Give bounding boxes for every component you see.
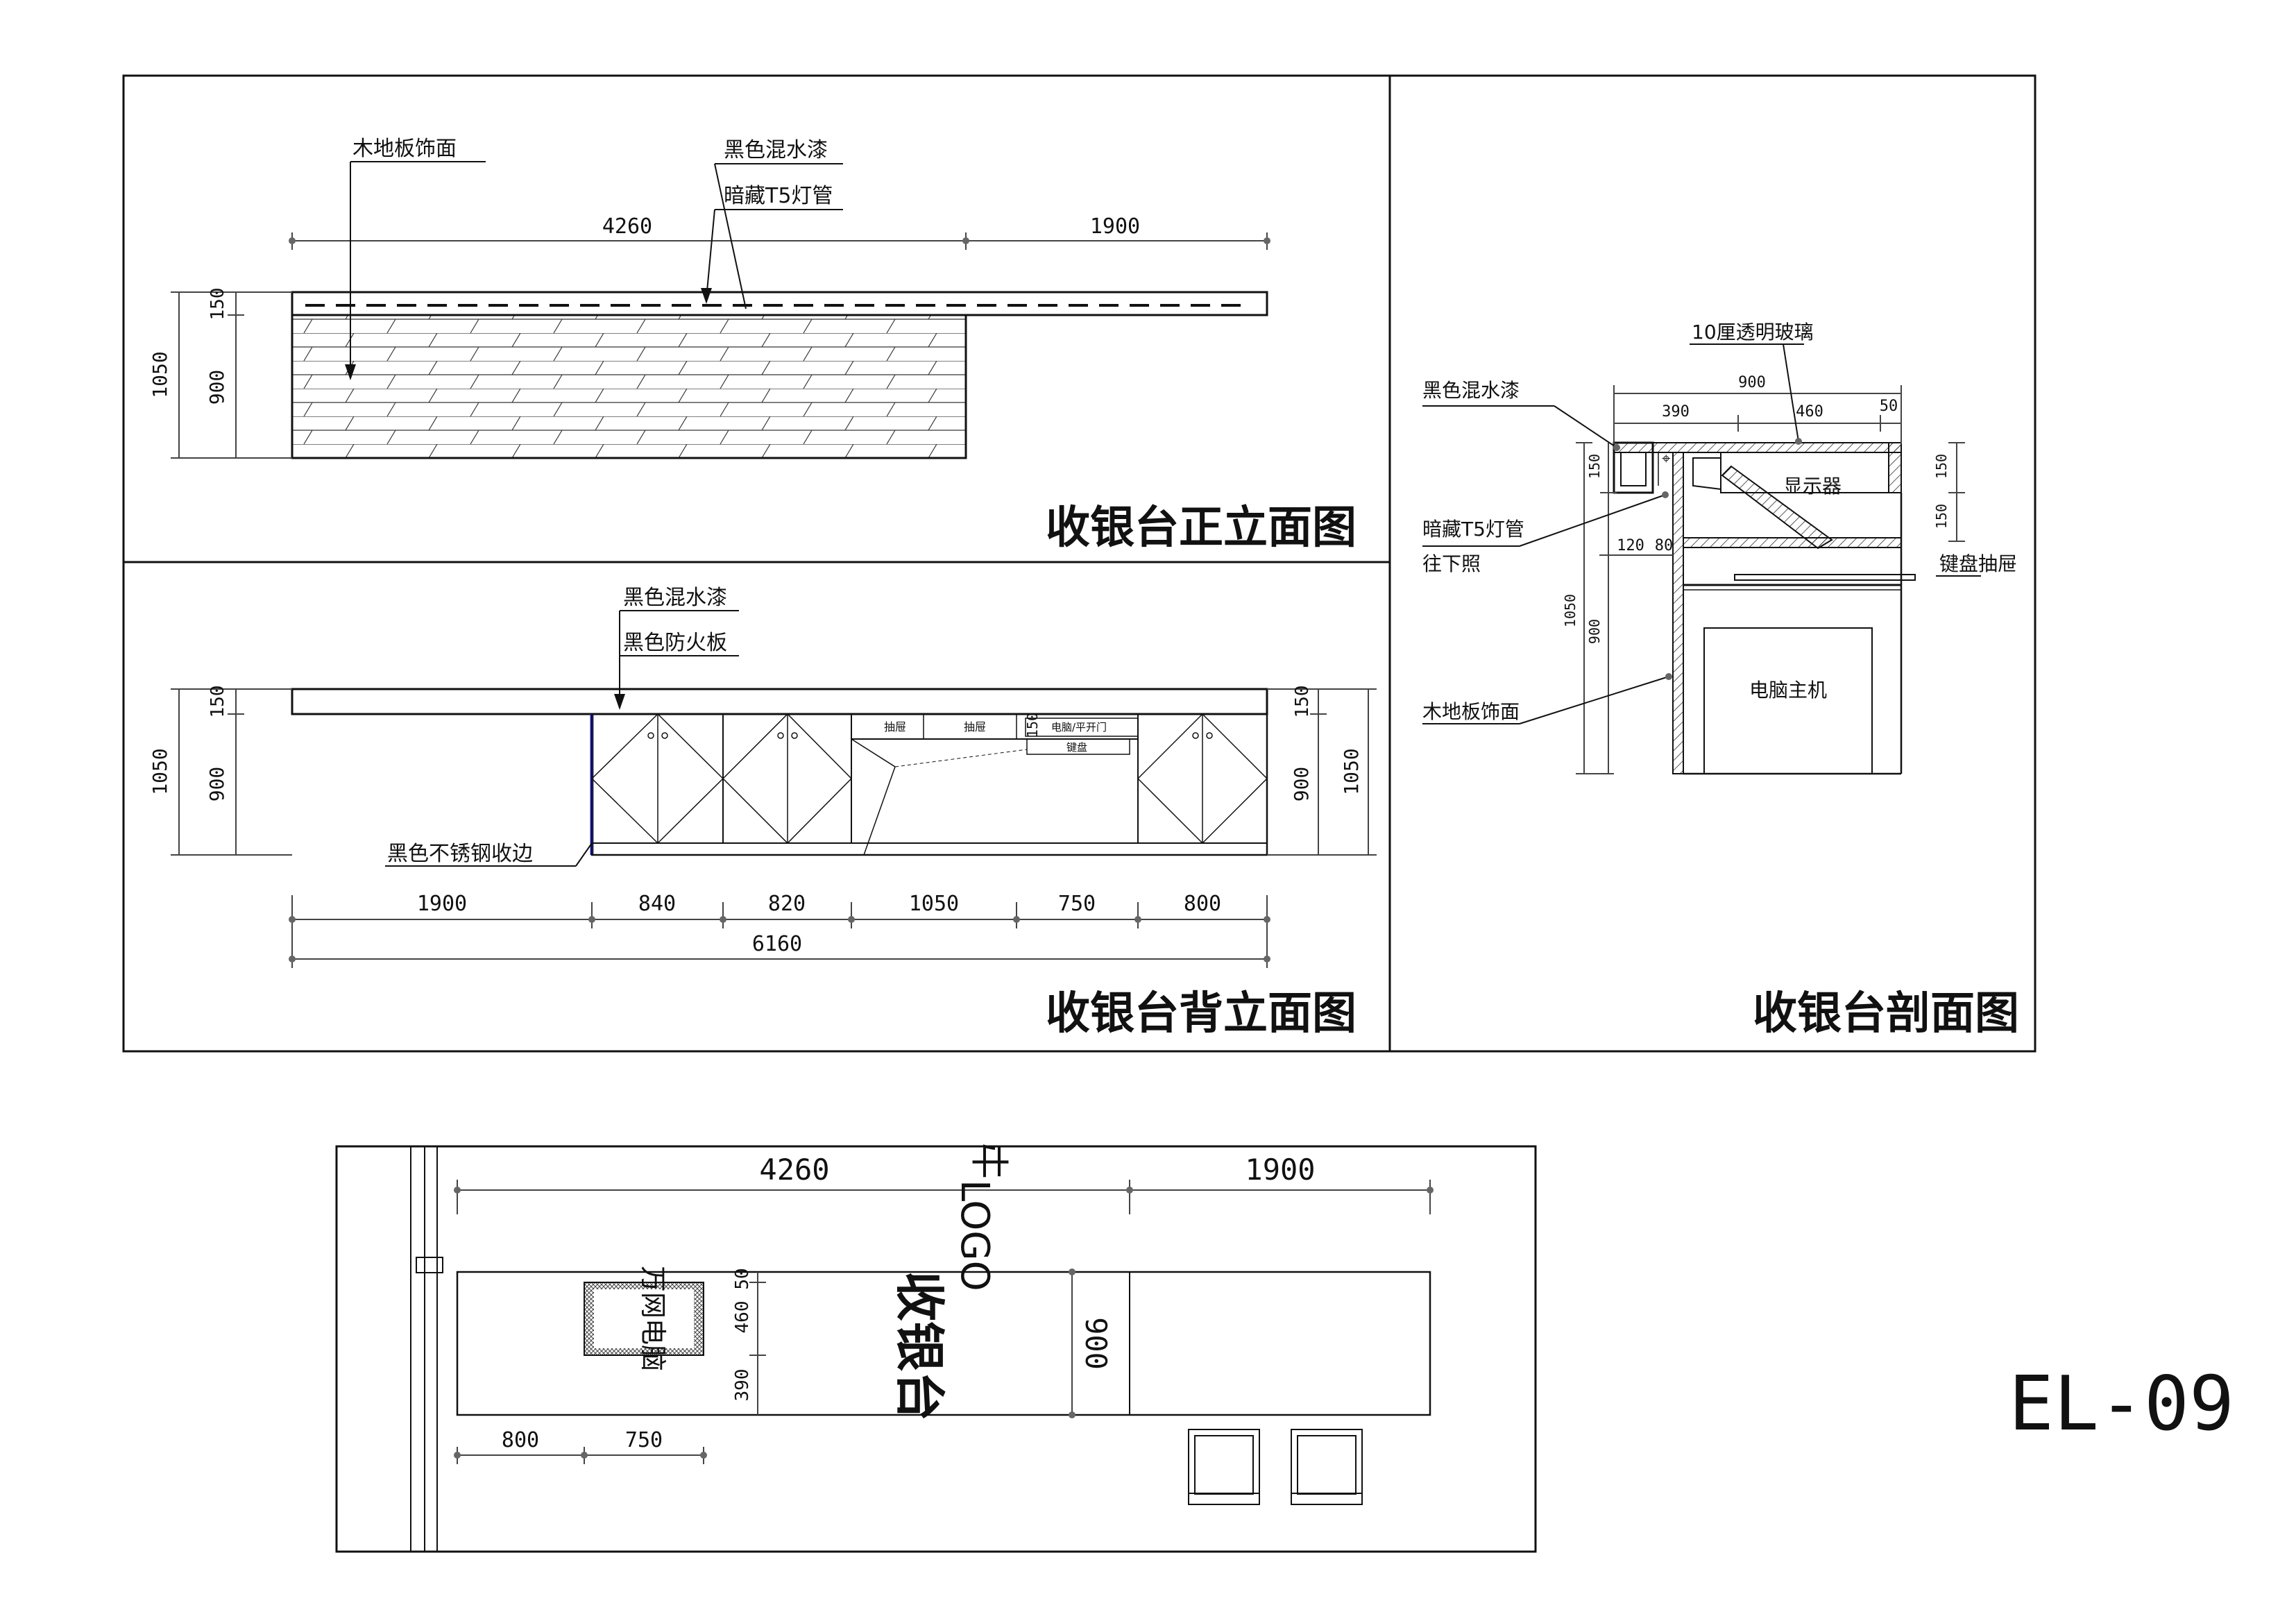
section-dim-80: 80	[1655, 537, 1674, 554]
plan-dim-4260: 4260	[759, 1153, 829, 1187]
back-dim-800: 800	[1184, 892, 1221, 916]
back-dim-750: 750	[1058, 892, 1096, 916]
section-dim-150-left: 150	[1586, 454, 1603, 479]
front-dim-900: 900	[205, 370, 228, 405]
section-computer-label: 电脑主机	[1749, 679, 1827, 702]
front-elevation-title: 收银台正立面图	[1046, 502, 1357, 554]
plan-dim-900: 900	[1079, 1317, 1113, 1370]
callout-black-paint: 黑色混水漆	[724, 138, 828, 162]
plan-logo-text: LOGO	[952, 1180, 997, 1291]
back-dim-150-right: 150	[1292, 686, 1313, 718]
back-callout-black-paint: 黑色混水漆	[623, 586, 727, 610]
back-callout-black-fireboard: 黑色防火板	[623, 631, 727, 655]
section-view: ⌖ 电脑主机 显示器 900 390 460 50	[1422, 321, 2019, 1039]
section-title: 收银台剖面图	[1753, 988, 2019, 1039]
callout-wood-floor-finish: 木地板饰面	[352, 137, 457, 161]
section-callout-wood-floor: 木地板饰面	[1422, 700, 1520, 723]
back-dim-1050-right: 1050	[1340, 748, 1363, 795]
back-elevation: 抽屉 抽屉 150 电脑/平开门 键盘 1050 150 900 150 900	[148, 586, 1377, 1039]
back-dim-1050-bottom: 1050	[909, 892, 959, 916]
plan-logo-mark: 㐄	[966, 1141, 1011, 1180]
sheet-code: EL-09	[2009, 1361, 2234, 1448]
plan-monitor-label: 万网电脑	[638, 1266, 668, 1371]
section-dim-150-right-a: 150	[1933, 454, 1950, 479]
section-dim-900: 900	[1586, 619, 1603, 644]
callout-hidden-t5-light: 暗藏T5灯管	[724, 184, 833, 208]
back-dim-1900: 1900	[417, 892, 467, 916]
back-dim-820: 820	[768, 892, 806, 916]
section-dim-390: 390	[1662, 403, 1690, 421]
section-callout-downward: 往下照	[1422, 552, 1481, 575]
back-drawer-label-1: 抽屉	[884, 720, 906, 733]
front-dim-1050: 1050	[148, 351, 171, 398]
back-dim-900-right: 900	[1290, 767, 1313, 802]
plan-view: 万网电脑 4260 1900 㐄 LOGO 收银台 50 460 390 900…	[335, 1141, 1537, 1553]
front-dim-1900: 1900	[1090, 214, 1140, 239]
section-dim-50: 50	[1880, 398, 1898, 415]
front-dim-150: 150	[207, 288, 228, 321]
svg-text:⌖: ⌖	[1662, 450, 1670, 468]
back-callout-stainless-edge: 黑色不锈钢收边	[387, 842, 533, 866]
section-dim-150-right-b: 150	[1933, 504, 1950, 529]
section-callout-glass: 10厘透明玻璃	[1692, 321, 1814, 343]
back-dim-1050-left: 1050	[148, 748, 171, 795]
section-dim-1050: 1050	[1562, 594, 1579, 627]
front-elevation: 4260 1900 1050 150 900 木地板饰面 黑色混水漆 暗藏T5灯…	[148, 137, 1357, 554]
plan-dim-1900: 1900	[1245, 1153, 1315, 1187]
section-callout-black-paint: 黑色混水漆	[1422, 379, 1520, 402]
back-dim-900-left: 900	[205, 767, 228, 802]
chair-left	[1188, 1429, 1260, 1505]
back-dim-150-inner: 150	[1024, 713, 1041, 738]
chair-right	[1291, 1429, 1363, 1505]
plan-counter-label: 收银台	[890, 1271, 949, 1421]
back-dim-840: 840	[638, 892, 676, 916]
back-dim-6160: 6160	[752, 932, 802, 956]
back-dim-150-left: 150	[207, 686, 228, 718]
section-dim-900: 900	[1738, 374, 1766, 391]
section-dim-460: 460	[1796, 403, 1823, 421]
plan-dim-750: 750	[625, 1428, 663, 1452]
section-callout-t5-light: 暗藏T5灯管	[1422, 518, 1524, 541]
back-computer-door-label: 电脑/平开门	[1051, 721, 1107, 733]
section-dim-120: 120	[1617, 537, 1644, 554]
section-callout-keyboard-drawer: 键盘抽屉	[1939, 552, 2017, 575]
section-monitor-label: 显示器	[1783, 475, 1842, 498]
front-dim-4260: 4260	[602, 214, 652, 239]
plan-dim-50: 50	[732, 1268, 753, 1289]
top-frame	[122, 74, 2036, 1053]
plan-dim-390: 390	[732, 1369, 753, 1402]
plan-dim-460: 460	[732, 1301, 753, 1334]
back-elevation-title: 收银台背立面图	[1046, 988, 1357, 1039]
plan-dim-800: 800	[502, 1428, 539, 1452]
back-drawer-label-2: 抽屉	[964, 720, 986, 733]
back-keyboard-label: 键盘	[1066, 741, 1087, 754]
